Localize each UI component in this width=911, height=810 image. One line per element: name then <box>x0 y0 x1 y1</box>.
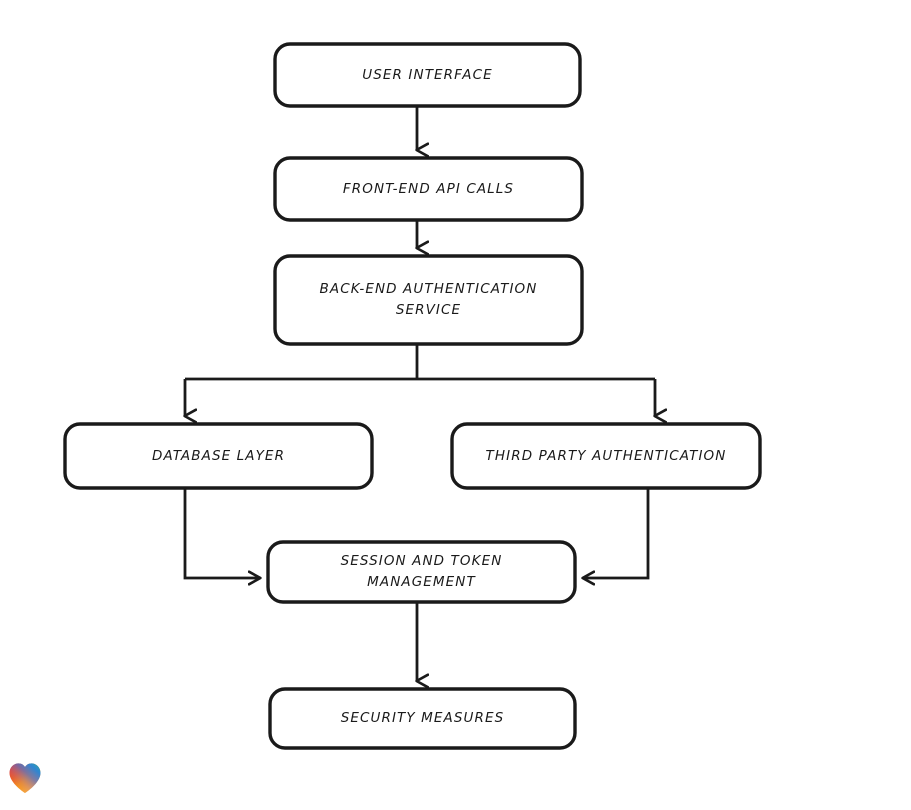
node-third-party-authentication[interactable] <box>450 422 762 490</box>
edge-thirdparty-to-session <box>583 488 650 578</box>
node-shape <box>268 687 577 750</box>
node-session-and-token-management[interactable] <box>266 540 577 604</box>
node-shape <box>273 42 582 108</box>
node-database-layer[interactable] <box>63 422 374 490</box>
node-shape <box>63 422 374 490</box>
node-shape <box>273 156 584 222</box>
node-user-interface[interactable] <box>273 42 582 108</box>
node-back-end-authentication-service[interactable] <box>273 254 584 346</box>
node-shape <box>450 422 762 490</box>
node-shape <box>273 254 584 346</box>
edge-database-to-session <box>183 488 260 578</box>
node-security-measures[interactable] <box>268 687 577 750</box>
node-front-end-api-calls[interactable] <box>273 156 584 222</box>
node-shape <box>266 540 577 604</box>
heart-icon <box>9 763 41 794</box>
